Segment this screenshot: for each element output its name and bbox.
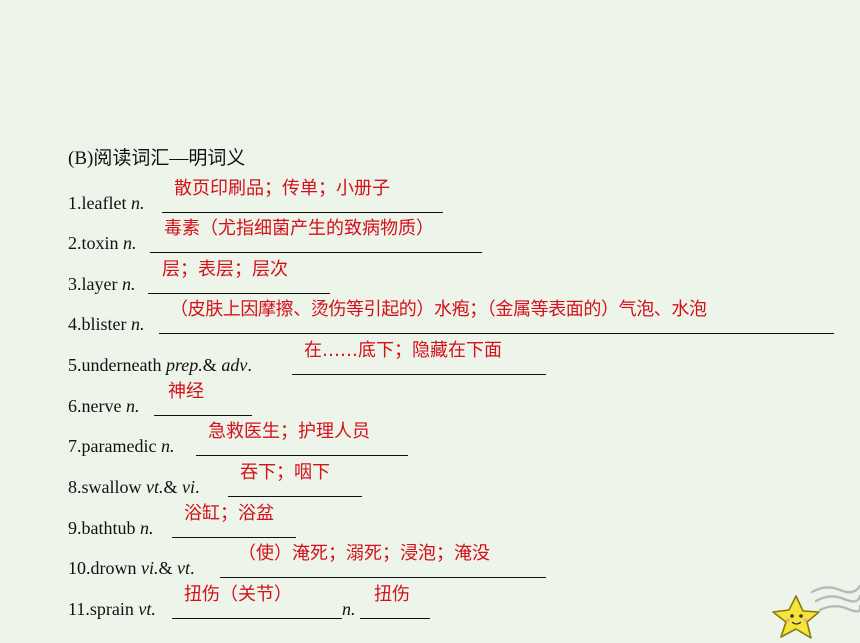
answer-text: 散页印刷品；传单；小册子 xyxy=(174,178,390,199)
vocab-item-sprain: 11.sprain vt. 扭伤（关节） n. 扭伤 xyxy=(68,584,438,619)
vocab-item-paramedic: 7.paramedic n. 急救医生；护理人员 xyxy=(68,421,413,456)
term: 3.layer n. xyxy=(68,274,136,294)
answer-text: （使）淹死；溺死；浸泡；淹没 xyxy=(238,543,490,564)
vocab-item-bathtub: 9.bathtub n. 浴缸；浴盆 xyxy=(68,503,303,538)
vocab-item-toxin: 2.toxin n. 毒素（尤指细菌产生的致病物质） xyxy=(68,218,488,253)
answer-text: （皮肤上因摩擦、烫伤等引起的）水疱；（金属等表面的）气泡、水泡 xyxy=(170,299,707,320)
answer-blank xyxy=(292,374,546,375)
vocab-item-nerve: 6.nerve n. 神经 xyxy=(68,381,258,416)
answer-blank-noun xyxy=(360,618,430,619)
term: 2.toxin n. xyxy=(68,233,137,253)
answer-text: 吞下；咽下 xyxy=(240,462,330,483)
answer-blank xyxy=(159,333,834,334)
term: 8.swallow vt.& vi. xyxy=(68,477,200,497)
answer-blank xyxy=(172,618,342,619)
answer-blank xyxy=(148,293,330,294)
term: 6.nerve n. xyxy=(68,396,140,416)
term: 7.paramedic n. xyxy=(68,436,175,456)
answer-text-noun: 扭伤 xyxy=(374,584,410,605)
answer-blank xyxy=(228,496,362,497)
vocab-item-blister: 4.blister n. （皮肤上因摩擦、烫伤等引起的）水疱；（金属等表面的）气… xyxy=(68,299,838,334)
term: 10.drown vi.& vt. xyxy=(68,558,195,578)
term-noun: n. xyxy=(342,599,356,619)
answer-text: 层；表层；层次 xyxy=(162,259,288,280)
answer-blank xyxy=(220,577,546,578)
term: 9.bathtub n. xyxy=(68,518,154,538)
answer-text: 浴缸；浴盆 xyxy=(184,503,274,524)
answer-text: 急救医生；护理人员 xyxy=(208,421,370,442)
vocab-item-underneath: 5.underneath prep.& adv. 在……底下；隐藏在下面 xyxy=(68,340,548,375)
answer-text: 扭伤（关节） xyxy=(184,584,292,605)
answer-blank xyxy=(196,455,408,456)
answer-text: 在……底下；隐藏在下面 xyxy=(304,340,502,361)
answer-blank xyxy=(172,537,296,538)
answer-blank xyxy=(154,415,252,416)
term: 5.underneath prep.& adv. xyxy=(68,355,252,375)
vocab-item-swallow: 8.swallow vt.& vi. 吞下；咽下 xyxy=(68,462,368,497)
section-heading: (B)阅读词汇—明词义 xyxy=(68,148,246,169)
star-decoration-icon xyxy=(772,584,860,639)
answer-text: 神经 xyxy=(168,381,204,402)
vocab-item-layer: 3.layer n. 层；表层；层次 xyxy=(68,259,338,294)
vocab-item-drown: 10.drown vi.& vt. （使）淹死；溺死；浸泡；淹没 xyxy=(68,543,553,578)
term: 11.sprain vt. xyxy=(68,599,156,619)
term: 4.blister n. xyxy=(68,314,145,334)
answer-blank xyxy=(150,252,482,253)
vocab-item-leaflet: 1.leaflet n. 散页印刷品；传单；小册子 xyxy=(68,178,448,213)
term: 1.leaflet n. xyxy=(68,193,145,213)
answer-blank xyxy=(162,212,443,213)
answer-text: 毒素（尤指细菌产生的致病物质） xyxy=(164,218,434,239)
